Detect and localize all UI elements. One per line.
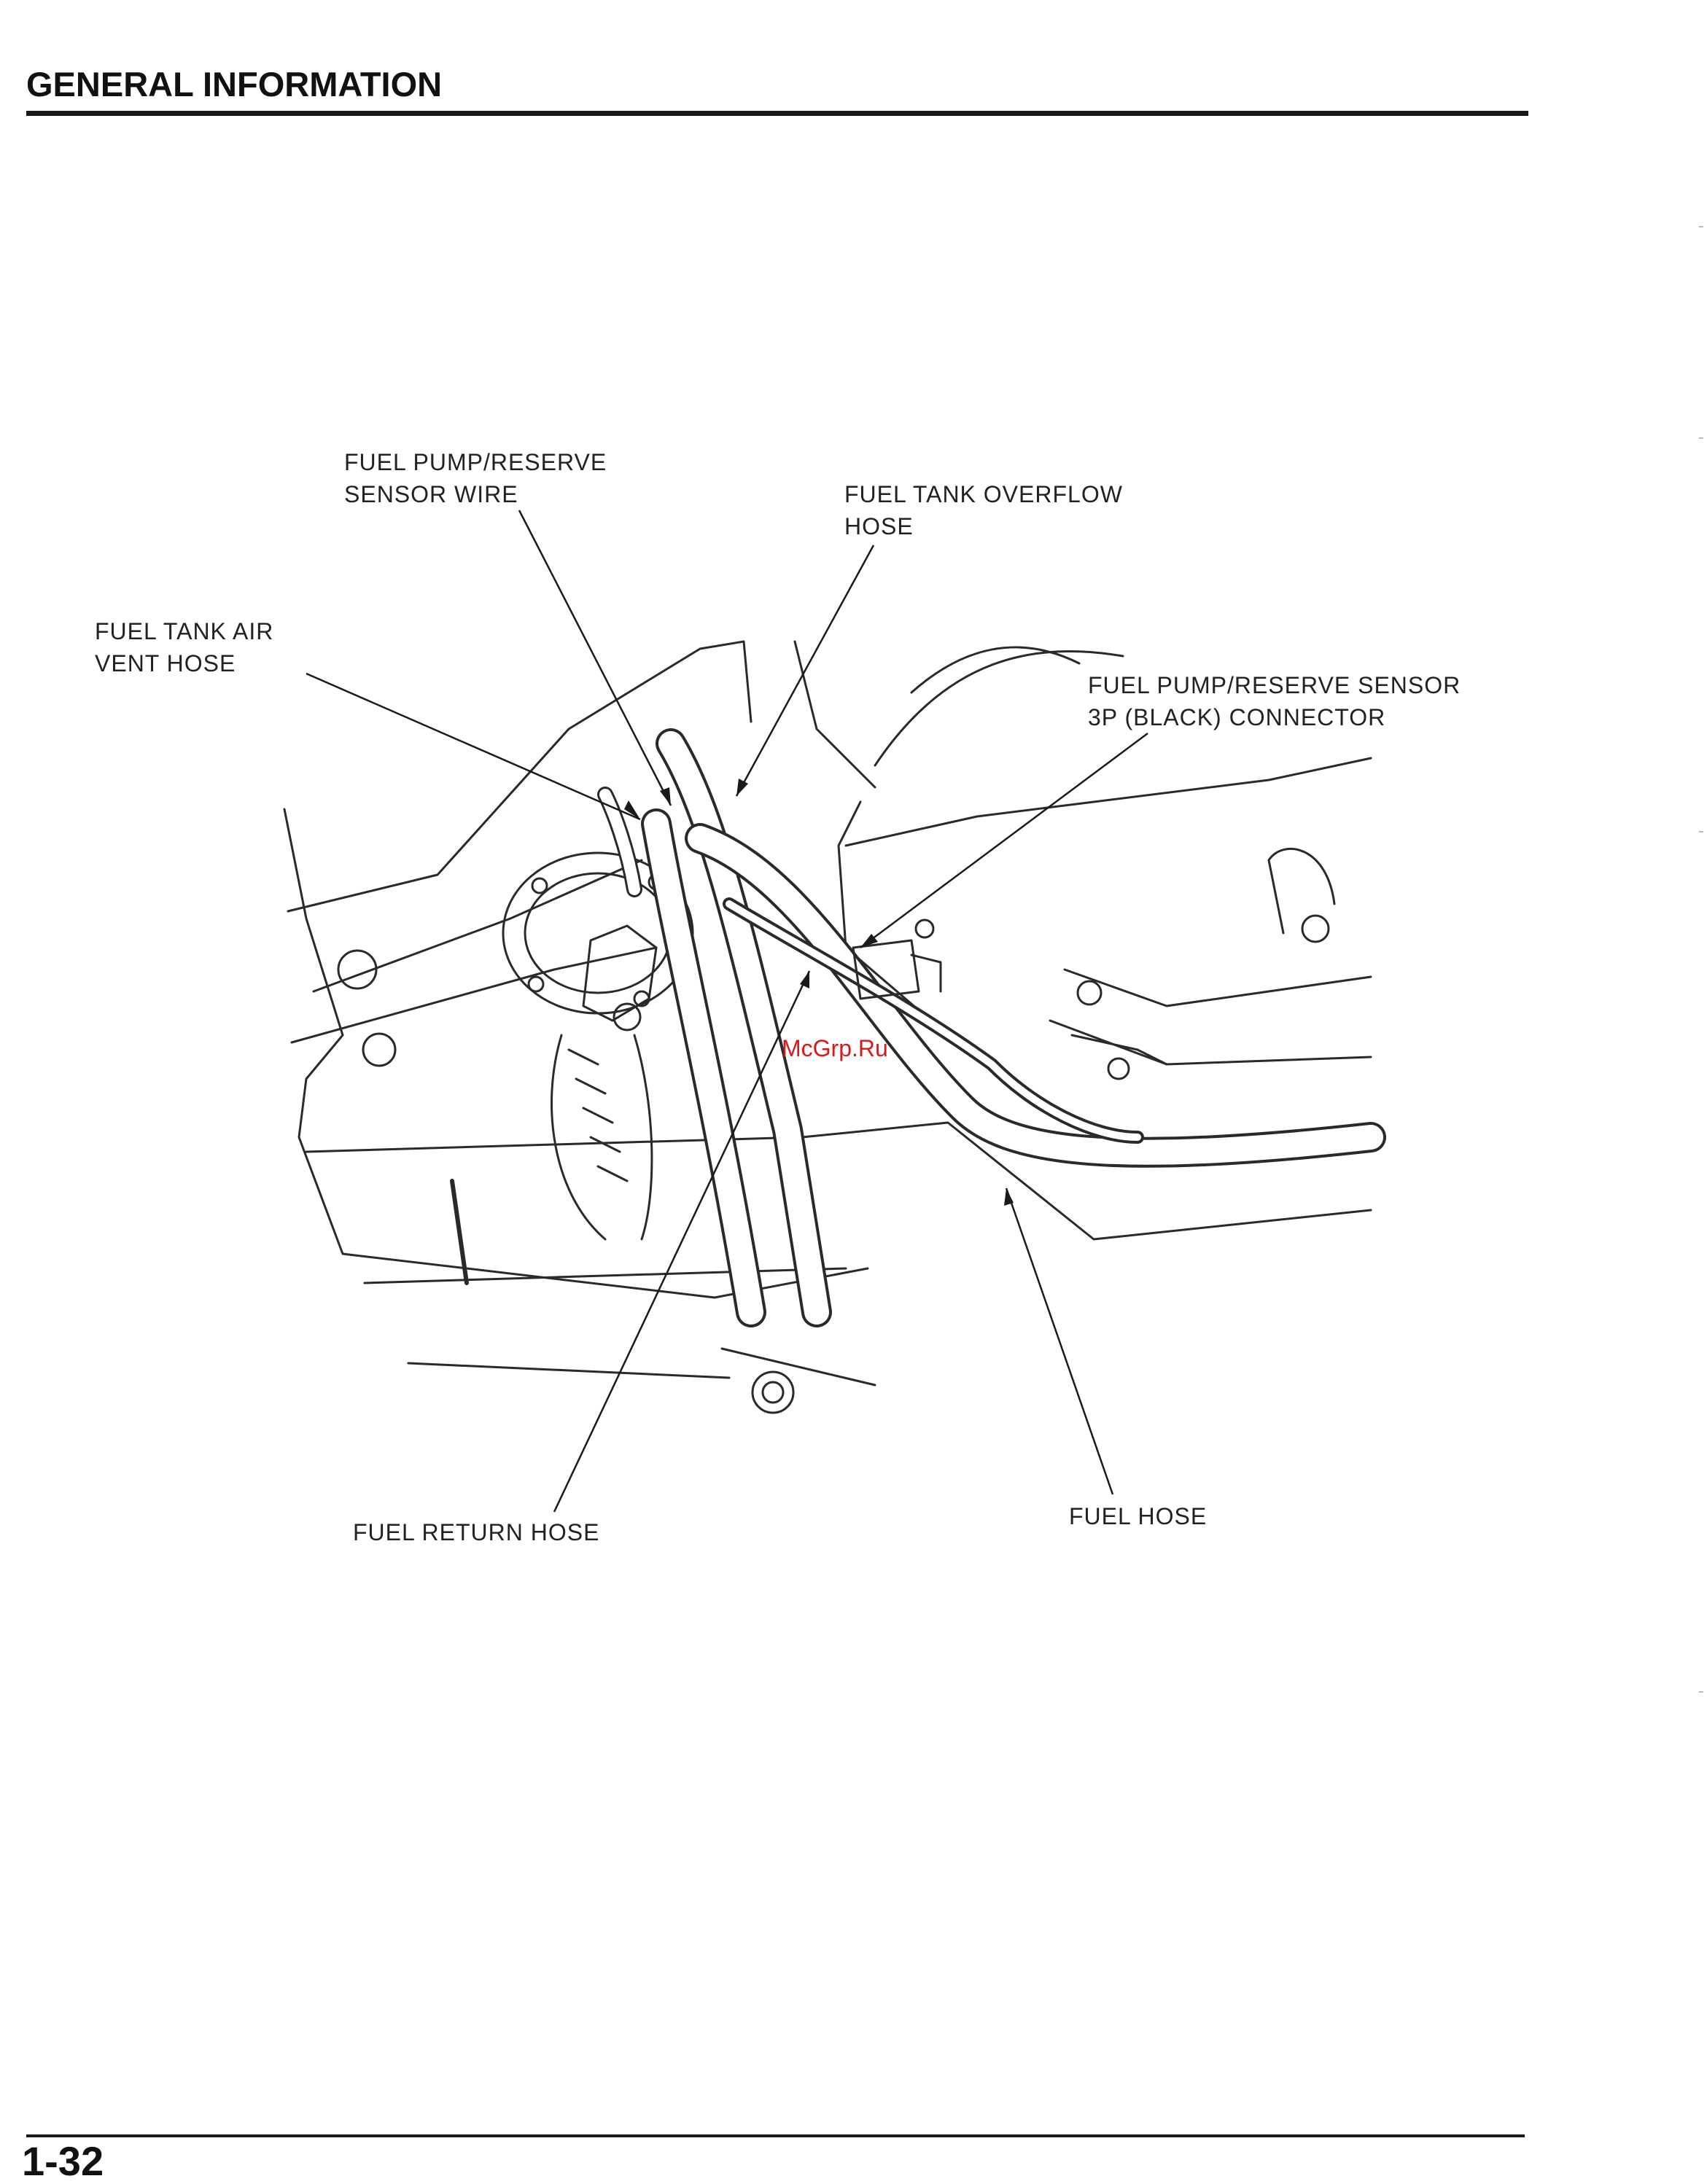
callout-line: FUEL HOSE [1069,1500,1207,1532]
callout-line: HOSE [844,510,1123,542]
edge-mark [1699,1691,1703,1693]
callout-line: VENT HOSE [95,647,273,679]
watermark: McGrp.Ru [782,1035,888,1062]
callout-line: FUEL TANK OVERFLOW [844,478,1123,510]
callout-air-vent-hose: FUEL TANK AIR VENT HOSE [95,615,273,679]
callout-line: SENSOR WIRE [344,478,607,510]
footer-rule [26,2134,1525,2137]
callout-connector: FUEL PUMP/RESERVE SENSOR 3P (BLACK) CONN… [1088,669,1461,733]
edge-mark [1699,831,1703,832]
callout-line: FUEL TANK AIR [95,615,273,647]
callout-fuel-hose: FUEL HOSE [1069,1500,1207,1532]
callout-overflow-hose: FUEL TANK OVERFLOW HOSE [844,478,1123,542]
callout-line: FUEL PUMP/RESERVE SENSOR [1088,669,1461,701]
callout-line: 3P (BLACK) CONNECTOR [1088,701,1461,733]
edge-mark [1699,226,1703,227]
edge-mark [1699,437,1703,439]
page-number: 1-32 [22,2140,104,2183]
callout-line: FUEL PUMP/RESERVE [344,446,607,478]
callout-sensor-wire: FUEL PUMP/RESERVE SENSOR WIRE [344,446,607,510]
callout-line: FUEL RETURN HOSE [353,1516,599,1548]
callout-return-hose: FUEL RETURN HOSE [353,1516,599,1548]
